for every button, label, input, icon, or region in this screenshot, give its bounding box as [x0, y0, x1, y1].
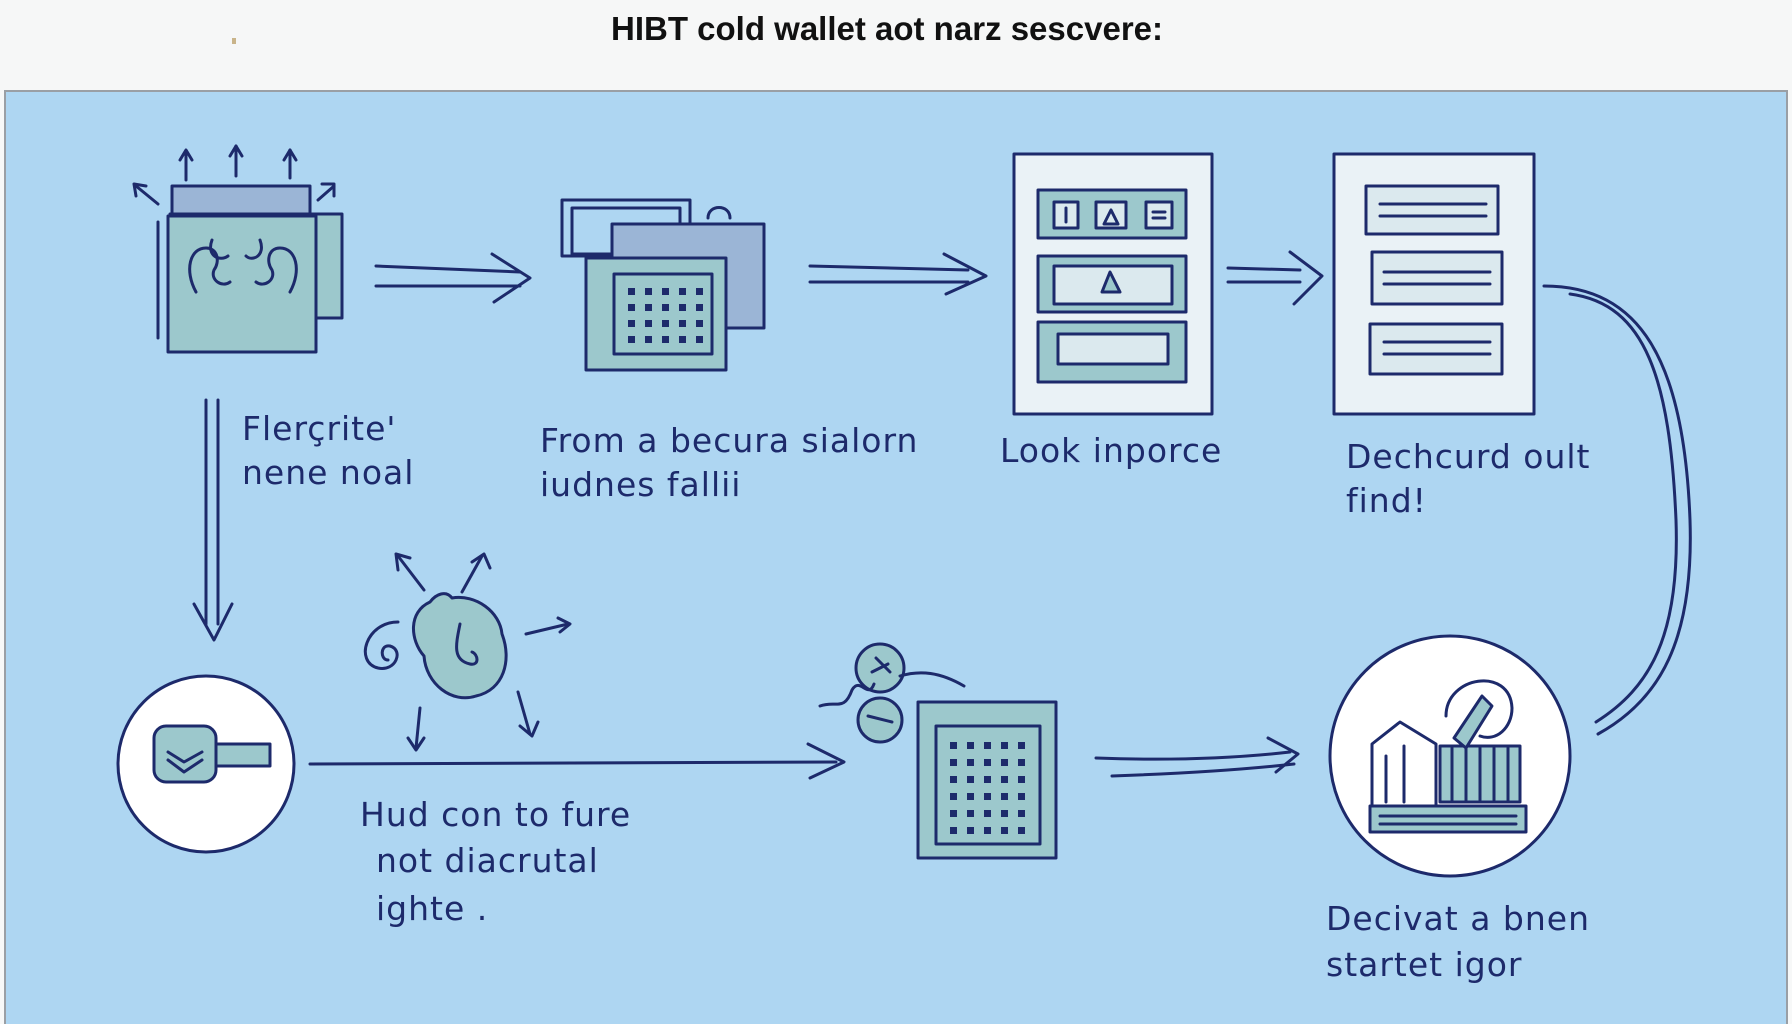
arrow-step1-to-step2: [374, 252, 532, 304]
keypad-key-dot: [1018, 827, 1025, 834]
keypad-key-dot: [950, 827, 957, 834]
keypad-dots-1: [628, 288, 703, 343]
keypad-key-dot: [950, 810, 957, 817]
keypad-key-dot: [967, 793, 974, 800]
step6-label-line1: Hud con to fure: [360, 795, 632, 834]
step4-label-line1: Dechcurd oult: [1346, 437, 1591, 476]
keypad-key-dot: [984, 810, 991, 817]
keypad-key-dot: [950, 776, 957, 783]
keypad-key-dot: [1018, 759, 1025, 766]
keypad-key-dot: [1001, 742, 1008, 749]
keypad-key-dot: [696, 288, 703, 295]
keypad-key-dot: [645, 320, 652, 327]
keypad-key-dot: [696, 336, 703, 343]
keypad-key-dot: [1018, 810, 1025, 817]
page-title: HIBT cold wallet aot narz sescvere:: [610, 10, 1164, 47]
keypad-key-dot: [984, 776, 991, 783]
wallet-card-icon: [116, 674, 296, 854]
keypad-key-dot: [1001, 759, 1008, 766]
step1-label-line1: Flerçrite': [242, 409, 397, 448]
arrow-step1-to-step5: [192, 398, 234, 642]
arrow-step5-to-step7: [308, 742, 846, 780]
step6-label-line3: ighte .: [376, 889, 489, 928]
keypad-key-dot: [679, 304, 686, 311]
keypad-key-dot: [662, 288, 669, 295]
arrow-step2-to-step3: [808, 252, 988, 296]
keypad-key-dot: [628, 336, 635, 343]
control-panel-icon: [1012, 152, 1214, 416]
header-speck: [232, 38, 236, 44]
arrow-step3-to-step4: [1226, 250, 1324, 306]
document-icon: [1332, 152, 1536, 416]
keypad-key-dot: [645, 288, 652, 295]
keypad-key-dot: [950, 742, 957, 749]
stacked-windows-icon: [560, 198, 766, 372]
step1-label-line2: nene noal: [242, 453, 415, 492]
keypad-key-dot: [1001, 776, 1008, 783]
step4-label-line2: find!: [1346, 481, 1427, 520]
arrow-step7-to-step8: [1094, 736, 1300, 778]
header-bar: [0, 0, 1792, 90]
keypad-key-dot: [679, 288, 686, 295]
keypad-key-dot: [696, 304, 703, 311]
keypad-key-dot: [1001, 827, 1008, 834]
keypad-key-dot: [967, 827, 974, 834]
keypad-key-dot: [967, 742, 974, 749]
brain-arrows-icon: [363, 552, 572, 752]
arrow-step4-to-step8: [1542, 284, 1692, 736]
step2-label-line1: From a becura sialorn: [540, 421, 919, 460]
step8-label-line1: Decivat a bnen: [1326, 899, 1590, 938]
keypad-key-dot: [662, 304, 669, 311]
keypad-key-dot: [645, 304, 652, 311]
step2-label-line2: iudnes fallii: [540, 465, 742, 504]
keypad-key-dot: [1018, 742, 1025, 749]
keypad-key-dot: [950, 759, 957, 766]
keypad-key-dot: [628, 288, 635, 295]
keypad-key-dot: [984, 759, 991, 766]
keypad-key-dot: [984, 827, 991, 834]
step3-label-line1: Look inporce: [1000, 431, 1223, 470]
keypad-key-dot: [679, 336, 686, 343]
keypad-key-dot: [662, 336, 669, 343]
keypad-key-dot: [984, 742, 991, 749]
keypad-key-dot: [950, 793, 957, 800]
keypad-key-dot: [1001, 793, 1008, 800]
workstation-icon: [1328, 634, 1572, 878]
keypad-key-dot: [1018, 776, 1025, 783]
keypad-key-dot: [984, 793, 991, 800]
keypad-key-dot: [628, 304, 635, 311]
step6-label-line2: not diacrutal: [376, 841, 599, 880]
keypad-key-dot: [1018, 793, 1025, 800]
keypad-key-dot: [662, 320, 669, 327]
keypad-icon: [818, 642, 1058, 860]
keypad-key-dot: [628, 320, 635, 327]
keypad-key-dot: [967, 759, 974, 766]
keypad-key-dot: [967, 776, 974, 783]
box-keys-icon: [132, 144, 344, 354]
keypad-key-dot: [645, 336, 652, 343]
keypad-key-dot: [696, 320, 703, 327]
keypad-dots-2: [950, 742, 1025, 834]
keypad-key-dot: [679, 320, 686, 327]
keypad-key-dot: [967, 810, 974, 817]
keypad-key-dot: [1001, 810, 1008, 817]
step8-label-line2: startet igor: [1326, 945, 1523, 984]
